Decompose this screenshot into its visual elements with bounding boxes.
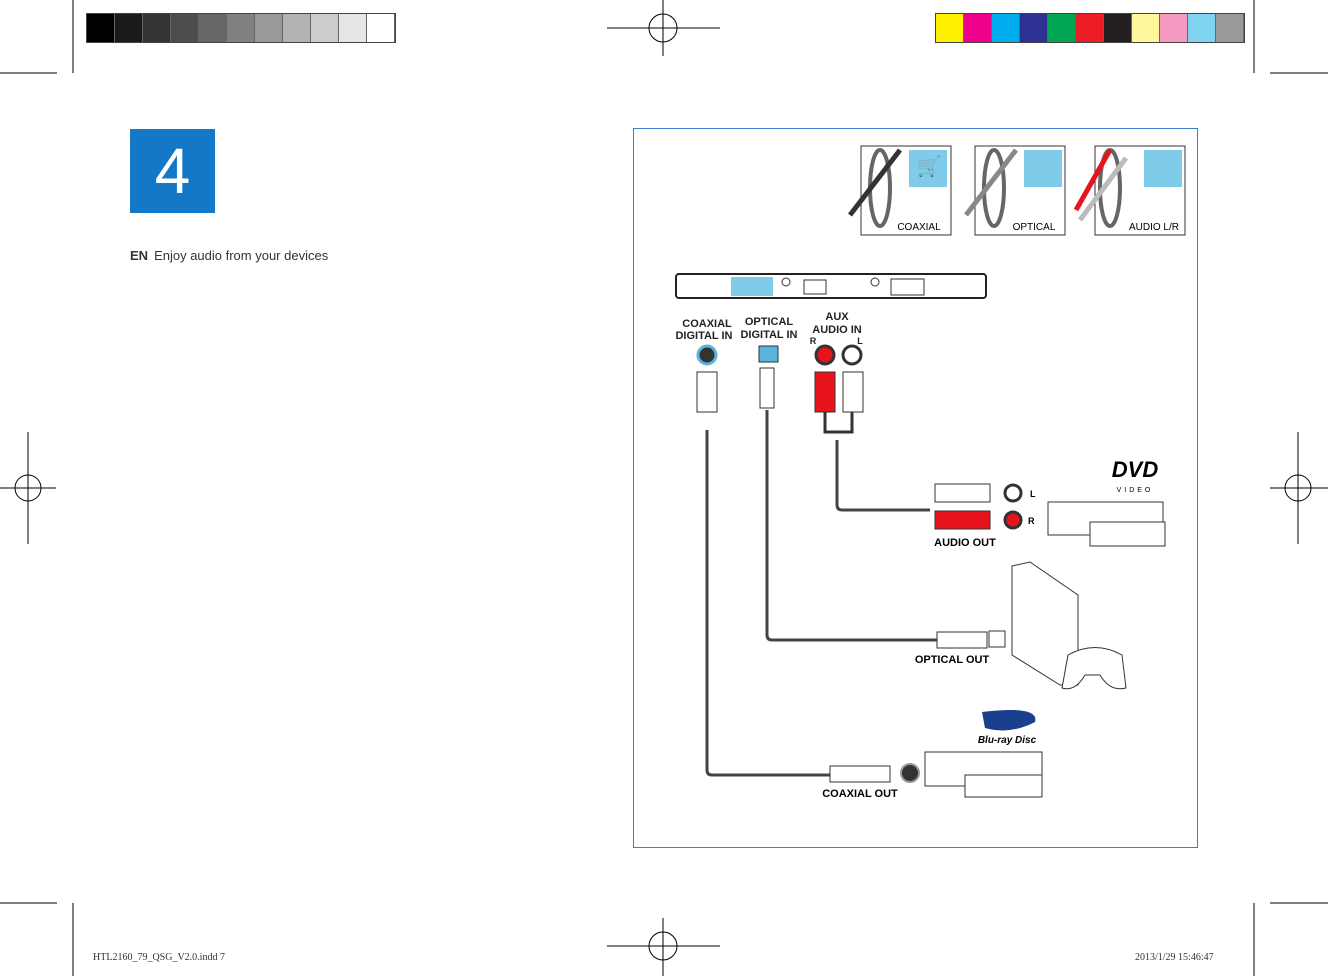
console-optical-out-port bbox=[988, 630, 1006, 648]
cable-label: AUDIO L/R bbox=[1129, 222, 1179, 233]
cart-icon[interactable] bbox=[1024, 150, 1062, 187]
optical-in-port[interactable] bbox=[758, 345, 779, 363]
color-swatch bbox=[1048, 14, 1076, 42]
color-swatch bbox=[1216, 14, 1244, 42]
dvd-l-out-port bbox=[1003, 483, 1023, 503]
color-swatch bbox=[1132, 14, 1160, 42]
rca-plug-white bbox=[934, 483, 991, 503]
rca-plug-white bbox=[842, 371, 864, 413]
coaxial-in-port[interactable] bbox=[696, 344, 718, 366]
color-swatch bbox=[283, 14, 311, 42]
connection-diagram-frame bbox=[633, 128, 1198, 848]
bluray-logo: Blu-ray Disc bbox=[978, 735, 1037, 746]
coaxial-plug bbox=[696, 371, 718, 413]
cable-box-coaxial: 🛒 COAXIAL bbox=[848, 145, 952, 236]
port-r-label: R bbox=[810, 336, 817, 346]
language-code: EN bbox=[130, 248, 149, 263]
cart-icon[interactable] bbox=[909, 150, 947, 187]
port-label: DIGITAL IN bbox=[675, 330, 732, 342]
soundbar-rear-panel bbox=[675, 273, 987, 299]
svg-text:🛒: 🛒 bbox=[917, 154, 942, 178]
port-label: AUX bbox=[825, 311, 849, 323]
optical-out-label: OPTICAL OUT bbox=[915, 654, 990, 666]
color-swatch bbox=[367, 14, 395, 42]
color-swatch bbox=[1104, 14, 1132, 42]
coaxial-plug bbox=[829, 765, 891, 783]
cable-box-optical: OPTICAL bbox=[964, 145, 1066, 236]
game-controller bbox=[1061, 647, 1127, 690]
port-label: OPTICAL bbox=[745, 316, 794, 328]
port-label: COAXIAL bbox=[682, 318, 732, 330]
process-color-bar bbox=[935, 13, 1245, 43]
color-swatch bbox=[339, 14, 367, 42]
step-number: 4 bbox=[130, 129, 215, 213]
rca-plug-red bbox=[814, 371, 836, 413]
color-swatch bbox=[311, 14, 339, 42]
cable-box-audio-lr: AUDIO L/R bbox=[1073, 145, 1186, 236]
color-swatch bbox=[1076, 14, 1104, 42]
color-swatch bbox=[171, 14, 199, 42]
color-swatch bbox=[1188, 14, 1216, 42]
bluray-coaxial-out-port bbox=[900, 763, 920, 783]
aux-l-port[interactable] bbox=[841, 344, 863, 366]
color-swatch bbox=[87, 14, 115, 42]
color-swatch bbox=[255, 14, 283, 42]
dvd-r-label: R bbox=[1028, 516, 1035, 526]
grayscale-color-bar bbox=[86, 13, 396, 43]
color-swatch bbox=[1160, 14, 1188, 42]
optical-plug bbox=[936, 631, 988, 649]
color-swatch bbox=[936, 14, 964, 42]
port-label: DIGITAL IN bbox=[740, 329, 797, 341]
caption-text: Enjoy audio from your devices bbox=[154, 248, 329, 263]
footer-filename: HTL2160_79_QSG_V2.0.indd 7 bbox=[93, 952, 225, 963]
dvd-logo-sub: VIDEO bbox=[1117, 487, 1154, 494]
cable-label: OPTICAL bbox=[1013, 222, 1056, 233]
color-swatch bbox=[227, 14, 255, 42]
coaxial-out-label: COAXIAL OUT bbox=[822, 788, 898, 800]
step-caption: EN Enjoy audio from your devices bbox=[130, 248, 328, 263]
color-swatch bbox=[143, 14, 171, 42]
footer-timestamp: 2013/1/29 15:46:47 bbox=[1135, 952, 1214, 963]
optical-plug bbox=[759, 367, 775, 409]
color-swatch bbox=[1020, 14, 1048, 42]
audio-out-label: AUDIO OUT bbox=[934, 537, 996, 549]
dvd-logo: DVD bbox=[1112, 457, 1159, 482]
cable-label: COAXIAL bbox=[897, 222, 941, 233]
game-console bbox=[1011, 561, 1079, 686]
color-swatch bbox=[199, 14, 227, 42]
cart-icon[interactable] bbox=[1144, 150, 1182, 187]
color-swatch bbox=[964, 14, 992, 42]
rca-plug-red bbox=[934, 510, 991, 530]
color-swatch bbox=[115, 14, 143, 42]
port-label: AUDIO IN bbox=[812, 324, 862, 336]
port-l-label: L bbox=[857, 336, 863, 346]
dvd-r-out-port bbox=[1003, 510, 1023, 530]
aux-r-port[interactable] bbox=[814, 344, 836, 366]
dvd-l-label: L bbox=[1030, 489, 1036, 499]
color-swatch bbox=[992, 14, 1020, 42]
